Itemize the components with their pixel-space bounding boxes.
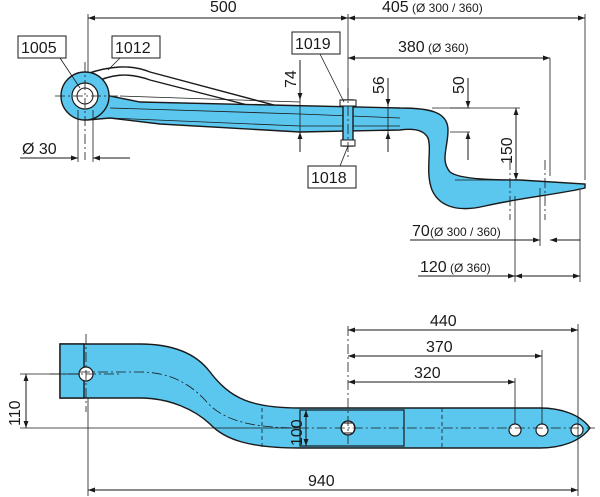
dim-500-text: 500 [210,0,237,16]
dim-56-text: 56 [371,76,388,94]
hole-370 [535,423,549,437]
part-1005-label: 1005 [21,40,57,57]
dim-74-text: 74 [283,70,300,88]
dim-120-text: 120 [420,259,447,276]
dim-50-text: 50 [451,76,468,94]
part-1019-box [291,31,341,55]
side-view: 500 405 (Ø 300 / 360) 380 (Ø 360) 74 56 … [17,0,586,282]
dim-940-text: 940 [308,473,335,490]
part-1012-label: 1012 [115,40,151,57]
dim-405-text: 405 [382,0,409,16]
dim-440-text: 440 [430,313,457,330]
dim-320-text: 320 [414,365,441,382]
hole-440 [570,423,584,437]
dim-370-text: 370 [426,339,453,356]
dim-120-note: (Ø 360) [450,261,491,275]
dim-405-note: (Ø 300 / 360) [412,1,483,15]
dim-70-note: (Ø 300 / 360) [430,225,501,239]
part-1012-box [111,35,161,59]
part-1018-label: 1018 [311,170,347,187]
dim-dia30-text: Ø 30 [22,141,57,158]
dim-150-text: 150 [499,137,516,164]
dim-100-text: 100 [289,419,306,446]
top-view: 110 100 440 370 320 940 [7,313,595,496]
dim-380-note: (Ø 360) [428,41,469,55]
spring-leaf-body [87,82,586,210]
part-1005-box [17,35,67,59]
part-1018-box [307,165,357,189]
part-1019-label: 1019 [295,36,331,53]
hole-320 [508,423,522,437]
dim-380-text: 380 [398,39,425,56]
dim-70-text: 70 [412,223,430,240]
dim-110-text: 110 [7,400,24,426]
